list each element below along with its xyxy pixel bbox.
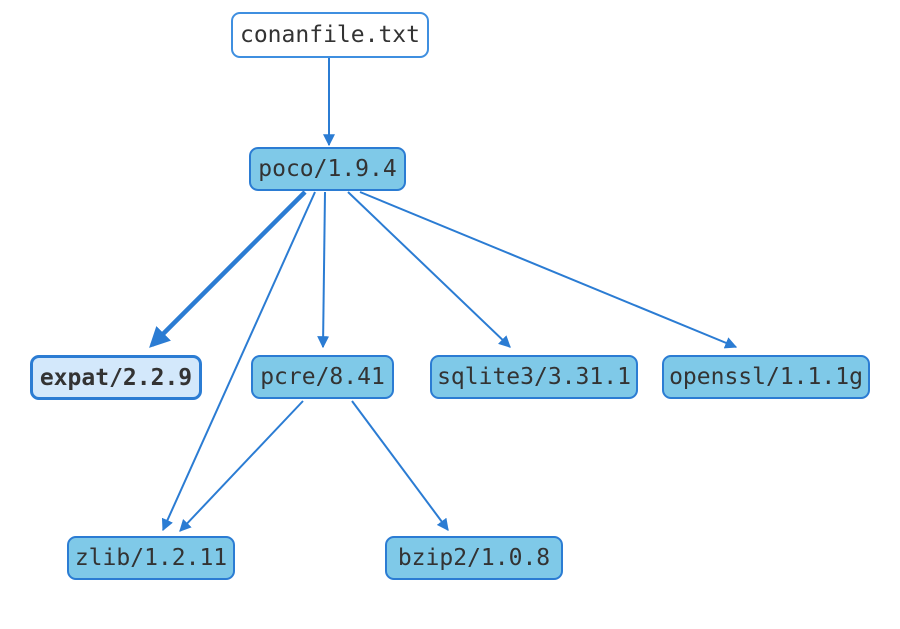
graph-edge-pcre-zlib: [179, 400, 304, 532]
graph-edge-poco-sqlite3: [347, 191, 511, 348]
graph-node-pcre[interactable]: pcre/8.41: [251, 355, 394, 399]
node-label-conanfile: conanfile.txt: [239, 22, 420, 48]
graph-node-bzip2[interactable]: bzip2/1.0.8: [385, 536, 563, 580]
graph-edge-poco-expat: [149, 190, 307, 348]
graph-edge-pcre-bzip2: [351, 400, 449, 531]
graph-node-openssl[interactable]: openssl/1.1.1g: [662, 355, 870, 399]
graph-node-zlib[interactable]: zlib/1.2.11: [67, 536, 235, 580]
graph-node-conanfile[interactable]: conanfile.txt: [231, 12, 429, 58]
node-label-expat: expat/2.2.9: [39, 364, 193, 391]
graph-edge-poco-openssl: [359, 191, 738, 349]
node-label-sqlite3: sqlite3/3.31.1: [437, 364, 631, 390]
node-label-poco: poco/1.9.4: [258, 156, 397, 182]
node-label-bzip2: bzip2/1.0.8: [397, 545, 551, 571]
graph-edge-poco-zlib: [161, 191, 316, 532]
graph-node-sqlite3[interactable]: sqlite3/3.31.1: [430, 355, 638, 399]
node-label-zlib: zlib/1.2.11: [74, 545, 228, 571]
graph-node-expat[interactable]: expat/2.2.9: [30, 355, 202, 400]
graph-node-poco[interactable]: poco/1.9.4: [249, 147, 406, 191]
graph-edge-poco-pcre: [317, 191, 330, 349]
node-label-openssl: openssl/1.1.1g: [669, 364, 863, 390]
node-label-pcre: pcre/8.41: [260, 364, 385, 390]
